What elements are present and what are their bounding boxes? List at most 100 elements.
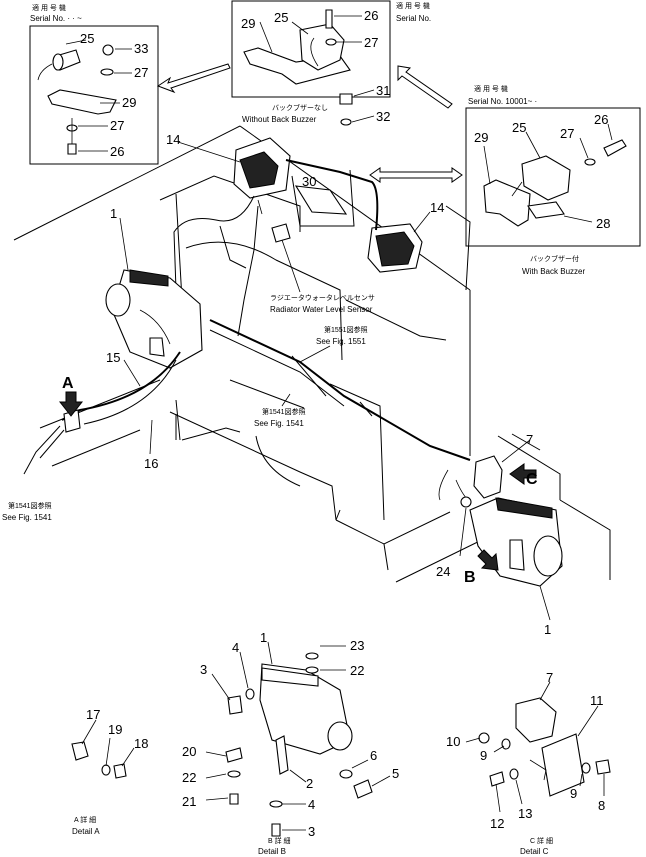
callout-7: 7: [546, 670, 553, 685]
main-cable: [209, 319, 471, 461]
callout-21: 21: [182, 794, 196, 809]
inset-right: 適 用 号 機 Serial No. 10001~ · 29 25 27 26 …: [465, 84, 641, 247]
bolt-icon: [325, 9, 333, 29]
radiator-sensor: ラジエータウォータレベルセンサ Radiator Water Level Sen…: [270, 223, 375, 314]
plug-31: 31 32: [339, 83, 390, 126]
detail-b: 1 4 3 23 22 20 22 21 2 4 3 6 5 B 詳 細 Det…: [182, 630, 399, 856]
callout-10: 10: [446, 734, 460, 749]
callout-27: 27: [134, 65, 148, 80]
detail-a: 17 19 18 A 詳 細 Detail A: [71, 707, 148, 836]
callout-20: 20: [182, 744, 196, 759]
ref-1541-mid-en: See Fig. 1541: [254, 419, 304, 428]
gasket-icon: [527, 201, 565, 219]
bolt-icon: [595, 759, 611, 775]
inset-center-serial: Serial No.: [396, 14, 431, 23]
bolt-icon: [603, 139, 627, 157]
bolt-icon: [229, 793, 239, 805]
bolt-icon: [271, 823, 281, 837]
callout-26: 26: [110, 144, 124, 159]
callout-1: 1: [544, 622, 551, 637]
bolt-icon: [67, 143, 77, 155]
callout-27: 27: [560, 126, 574, 141]
callout-27: 27: [364, 35, 378, 50]
washer-icon: [584, 158, 596, 166]
callout-29: 29: [122, 95, 136, 110]
bracket-icon: [483, 179, 531, 227]
bolt-icon: [353, 779, 373, 799]
washer-icon: [101, 764, 111, 776]
inset-center-jp: 適 用 号 機: [396, 1, 430, 10]
callout-27: 27: [110, 118, 124, 133]
callout-25: 25: [80, 31, 94, 46]
radiator-jp: ラジエータウォータレベルセンサ: [270, 293, 375, 302]
callout-1: 1: [260, 630, 267, 645]
washer-icon: [269, 800, 283, 808]
inset-right-frame: [465, 107, 641, 247]
callout-14: 14: [166, 132, 180, 147]
inset-right-serial: Serial No. 10001~ ·: [468, 97, 537, 106]
detail-b-en: Detail B: [258, 847, 286, 856]
without-buzzer-jp: バックブザーなし: [272, 103, 328, 112]
detail-a-jp: A 詳 細: [74, 815, 96, 824]
washer-icon: [339, 769, 353, 779]
callout-22: 22: [182, 770, 196, 785]
callout-26: 26: [364, 8, 378, 23]
bolt-icon: [489, 771, 505, 787]
pointer-arrow-right-inset: [369, 167, 463, 183]
back-buzzer-icon: [521, 155, 571, 201]
view-arrow-b: B: [464, 549, 499, 586]
bracket-icon: [541, 733, 585, 797]
callout-31: 31: [376, 83, 390, 98]
washer-icon: [325, 38, 337, 46]
washer-icon: [227, 770, 241, 778]
callout-16: 16: [144, 456, 158, 471]
without-buzzer-en: Without Back Buzzer: [242, 115, 317, 124]
work-light-right: 14: [367, 200, 444, 273]
ref-1551-en: See Fig. 1551: [316, 337, 366, 346]
nut-icon: [305, 652, 319, 660]
bracket-icon: [243, 47, 351, 85]
callout-9: 9: [570, 786, 577, 801]
view-arrow-c: C: [509, 463, 538, 488]
callout-29: 29: [474, 130, 488, 145]
callout-26: 26: [594, 112, 608, 127]
callout-15: 15: [106, 350, 120, 365]
washer-icon: [509, 768, 519, 780]
callout-3: 3: [200, 662, 207, 677]
view-letter-b: B: [464, 569, 476, 586]
callout-7: 7: [526, 432, 533, 447]
nut-icon: [478, 732, 490, 744]
callout-29: 29: [241, 16, 255, 31]
detail-b-jp: B 詳 細: [268, 836, 291, 845]
inset-left-jp: 適 用 号 機: [32, 3, 66, 12]
callout-17: 17: [86, 707, 100, 722]
detail-c: 7 11 10 9 12 13 9 8 C 詳 細 Detail C: [446, 670, 611, 856]
washer-icon: [245, 688, 255, 700]
callout-8: 8: [598, 798, 605, 813]
washer-icon: [100, 68, 114, 76]
head-lamp-left: 1: [105, 206, 203, 369]
ref-1541-left-en: See Fig. 1541: [2, 513, 52, 522]
pointer-arrow-left-inset: [156, 63, 231, 94]
view-arrow-a: A: [58, 375, 84, 417]
inset-center-frame: [231, 0, 391, 98]
bracket-icon: [275, 735, 289, 775]
work-light-left: 14: [166, 132, 291, 215]
pointer-arrow-top-right: [397, 65, 453, 109]
callout-1: 1: [110, 206, 117, 221]
with-buzzer-en: With Back Buzzer: [522, 267, 585, 276]
callout-24: 24: [436, 564, 450, 579]
view-letter-c: C: [526, 471, 538, 488]
back-buzzer-icon: [37, 49, 81, 81]
clip-icon: [225, 747, 243, 763]
inset-right-jp: 適 用 号 機: [474, 84, 508, 93]
bracket-icon: [47, 89, 117, 115]
washer-icon: [501, 738, 511, 750]
callout-5: 5: [392, 766, 399, 781]
washer-icon: [581, 762, 591, 774]
detail-c-jp: C 詳 細: [530, 836, 553, 845]
detail-a-en: Detail A: [72, 827, 100, 836]
callout-28: 28: [596, 216, 610, 231]
nut-icon: [102, 44, 114, 56]
